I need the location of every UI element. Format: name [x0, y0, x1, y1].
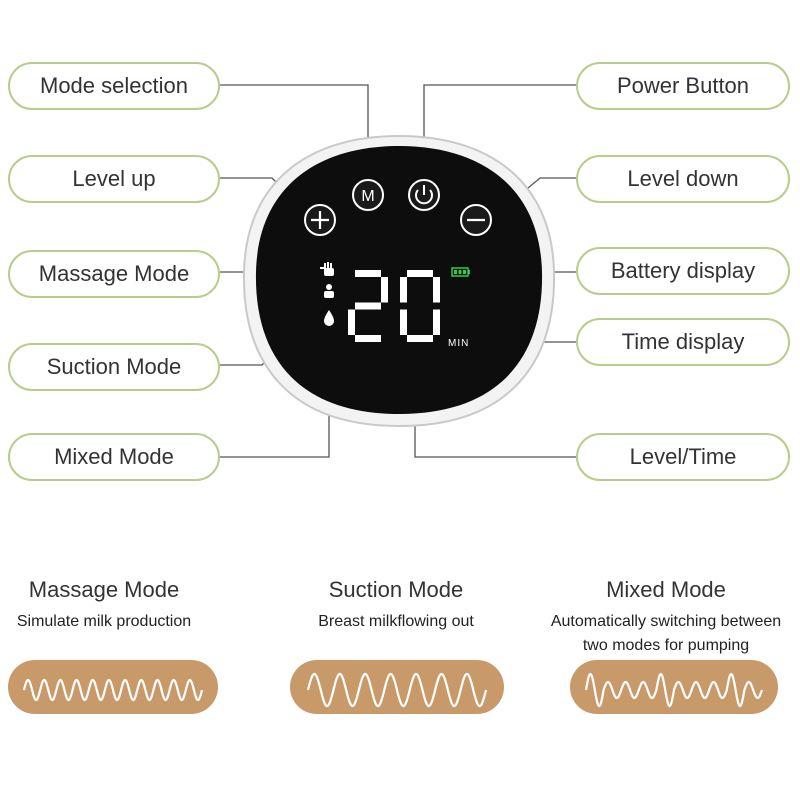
digit-segment	[348, 309, 355, 335]
mode-desc-mixed-line2: two modes for pumping	[582, 637, 750, 654]
label-time-display: Time display	[576, 318, 790, 366]
label-suction-mode: Suction Mode	[8, 343, 220, 391]
pump-control-panel: MIN M	[242, 134, 556, 428]
mixed-mode-icon	[324, 310, 334, 326]
massage-waveform	[8, 660, 218, 714]
digit-segment	[381, 277, 388, 303]
label-battery-display: Battery display	[576, 247, 790, 295]
mode-selection-button[interactable]	[352, 179, 384, 211]
power-button[interactable]	[408, 179, 440, 211]
label-level-up: Level up	[8, 155, 220, 203]
mode-button-letter: M	[361, 188, 374, 205]
level-down-button[interactable]	[460, 204, 492, 236]
digit-segment	[400, 309, 407, 335]
digit-segment	[433, 277, 440, 303]
label-level-time: Level/Time	[576, 433, 790, 481]
mixed-waveform	[570, 660, 778, 714]
suction-waveform	[290, 660, 504, 714]
time-unit-label: MIN	[448, 338, 469, 349]
time-digits	[348, 270, 440, 342]
label-power-button: Power Button	[576, 62, 790, 110]
mode-title-mixed: Mixed Mode	[606, 577, 726, 602]
digit-segment	[407, 270, 433, 277]
label-level-down: Level down	[576, 155, 790, 203]
mode-title-massage: Massage Mode	[28, 577, 180, 602]
label-mode-selection: Mode selection	[8, 62, 220, 110]
massage-mode-icon	[320, 262, 334, 276]
mode-desc-massage: Simulate milk production	[16, 613, 192, 630]
digit-segment	[355, 335, 381, 342]
mode-desc-mixed-line1: Automatically switching between	[550, 613, 782, 630]
digit-segment	[400, 277, 407, 303]
mode-title-suction: Suction Mode	[328, 577, 464, 602]
battery-icon	[451, 267, 470, 277]
digit-segment	[407, 335, 433, 342]
label-massage-mode: Massage Mode	[8, 250, 220, 298]
digit-segment	[433, 309, 440, 335]
label-mixed-mode: Mixed Mode	[8, 433, 220, 481]
digit-segment	[355, 302, 381, 310]
suction-mode-icon	[324, 284, 334, 298]
mode-desc-suction: Breast milkflowing out	[318, 613, 474, 630]
level-up-button[interactable]	[304, 204, 336, 236]
digit-segment	[355, 270, 381, 277]
